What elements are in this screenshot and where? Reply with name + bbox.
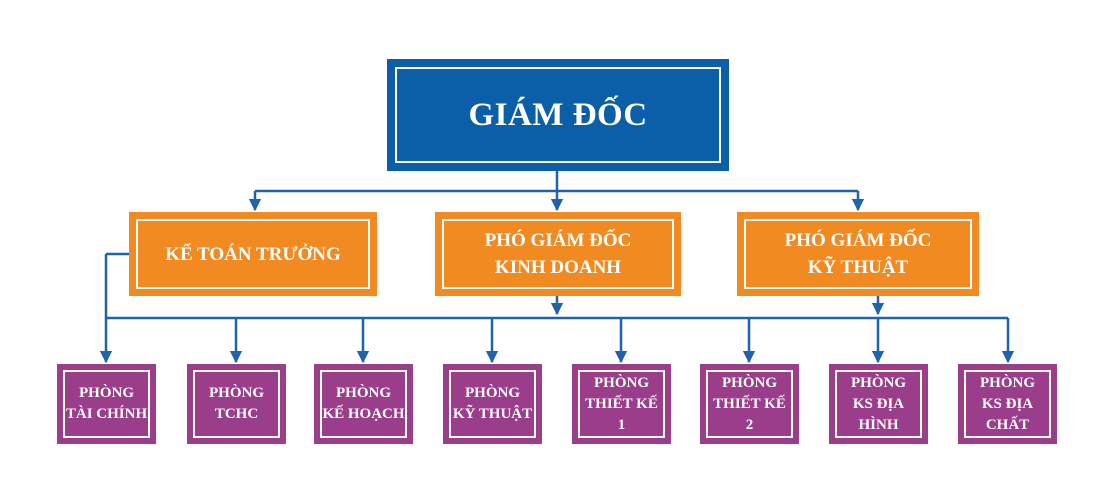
dept-finance-box: PHÒNG TÀI CHÍNH	[57, 364, 156, 444]
deputy-director-business-line2: KINH DOANH	[494, 257, 622, 278]
chief-accountant-box: KẾ TOÁN TRƯỞNG	[129, 212, 377, 296]
deputy-director-technical-line1: PHÓ GIÁM ĐỐC	[784, 230, 932, 251]
dept-finance-line1: PHÒNG	[79, 385, 134, 401]
deputy-director-business-box: PHÓ GIÁM ĐỐC KINH DOANH	[435, 212, 681, 296]
dept-topography-box: PHÒNG KS ĐỊA HÌNH	[829, 364, 928, 444]
dept-topography-line2: KS ĐỊA HÌNH	[852, 395, 905, 433]
dept-geology-line1: PHÒNG	[980, 374, 1035, 391]
dept-design1-line1: PHÒNG	[594, 374, 649, 391]
chief-accountant-title: KẾ TOÁN TRƯỞNG	[165, 243, 341, 265]
director-box: GIÁM ĐỐC	[387, 59, 729, 171]
dept-technical-box: PHÒNG KỸ THUẬT	[443, 364, 542, 444]
deputy-director-business-line1: PHÓ GIÁM ĐỐC	[484, 230, 632, 251]
dept-design2-line2: THIẾT KẾ 2	[713, 395, 786, 433]
dept-planning-line2: KẾ HOẠCH	[322, 406, 405, 422]
dept-technical-line2: KỸ THUẬT	[452, 406, 533, 422]
dept-admin-box: PHÒNG TCHC	[187, 364, 286, 444]
dept-design2-box: PHÒNG THIẾT KẾ 2	[700, 364, 799, 444]
dept-planning-line1: PHÒNG	[336, 385, 391, 401]
director-title: GIÁM ĐỐC	[468, 96, 648, 133]
dept-planning-box: PHÒNG KẾ HOẠCH	[314, 364, 413, 444]
dept-geology-line2: KS ĐỊA CHẤT	[981, 395, 1034, 433]
dept-design2-line1: PHÒNG	[722, 374, 777, 391]
dept-admin-line2: TCHC	[214, 406, 259, 422]
deputy-director-technical-box: PHÓ GIÁM ĐỐC KỸ THUẬT	[737, 212, 979, 296]
dept-finance-line2: TÀI CHÍNH	[65, 406, 148, 422]
dept-design1-line2: THIẾT KẾ 1	[585, 395, 658, 433]
dept-geology-box: PHÒNG KS ĐỊA CHẤT	[958, 364, 1057, 444]
dept-topography-line1: PHÒNG	[851, 374, 906, 391]
deputy-director-technical-line2: KỸ THUẬT	[807, 257, 909, 278]
dept-technical-line1: PHÒNG	[465, 385, 520, 401]
dept-design1-box: PHÒNG THIẾT KẾ 1	[572, 364, 671, 444]
dept-admin-line1: PHÒNG	[209, 385, 264, 401]
